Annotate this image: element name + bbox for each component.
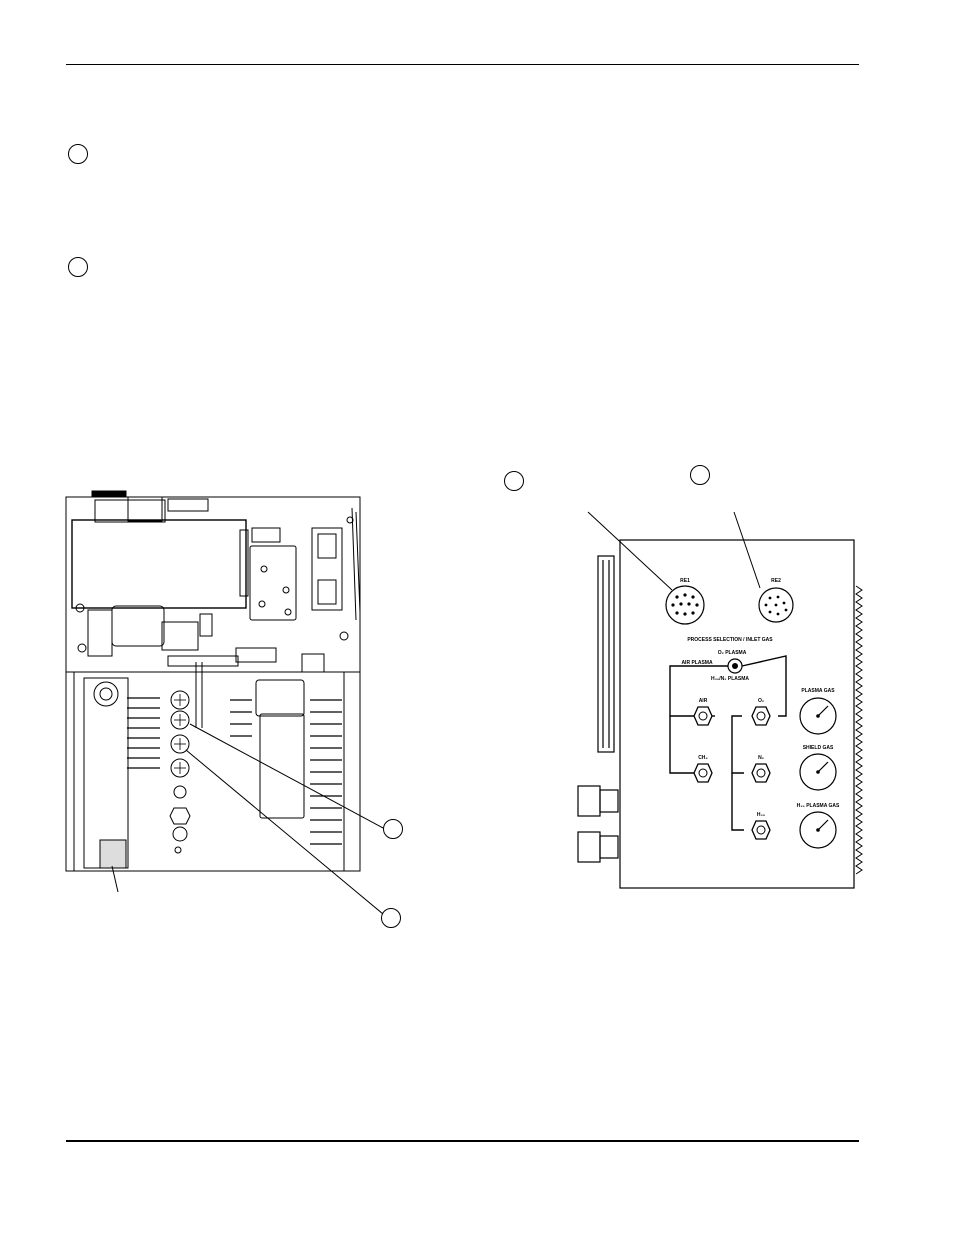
label-air-plasma: AIR PLASMA: [681, 660, 713, 666]
heat-sink-fins: [855, 585, 863, 875]
control-box: [71, 519, 247, 609]
callout-receptacle-2: [690, 465, 710, 485]
label-gauge-shield: SHIELD GAS: [803, 745, 834, 751]
label-inlet-o2: O₂: [758, 698, 764, 704]
callout-circle-1: [68, 144, 88, 164]
vent-slots: [127, 697, 342, 845]
housing-outline: [65, 496, 361, 872]
callout-receptacle-1: [504, 471, 524, 491]
label-inlet-air: AIR: [699, 698, 708, 704]
callout-left-upper: [383, 819, 403, 839]
label-re2: RE2: [771, 578, 781, 584]
label-inlet-h35: H₃₅: [757, 812, 766, 818]
inlet-air-fitting: [693, 706, 713, 726]
label-re1: RE1: [680, 578, 690, 584]
inlet-ch4-fitting: [693, 763, 713, 783]
header-rule: [66, 64, 859, 65]
rear-panel-outline: [619, 539, 855, 889]
inlet-h35-fitting: [751, 820, 771, 840]
callout-left-lower: [381, 908, 401, 928]
label-inlet-ch4: CH₄: [698, 755, 708, 761]
inlet-o2-fitting: [751, 706, 771, 726]
label-inlet-n2: N₂: [758, 755, 764, 761]
label-process-selection: PROCESS SELECTION / INLET GAS: [687, 637, 773, 643]
label-o2-plasma: O₂ PLASMA: [718, 650, 747, 656]
footer-rule: [66, 1140, 859, 1142]
label-gauge-plasma: PLASMA GAS: [801, 688, 835, 694]
receptacle-re1: [665, 585, 705, 625]
callout-circle-2: [68, 257, 88, 277]
label-gauge-h35: H₃₅ PLASMA GAS: [797, 803, 840, 809]
inlet-n2-fitting: [751, 763, 771, 783]
label-h35-plasma: H₃₅/N₂ PLASMA: [711, 676, 749, 682]
